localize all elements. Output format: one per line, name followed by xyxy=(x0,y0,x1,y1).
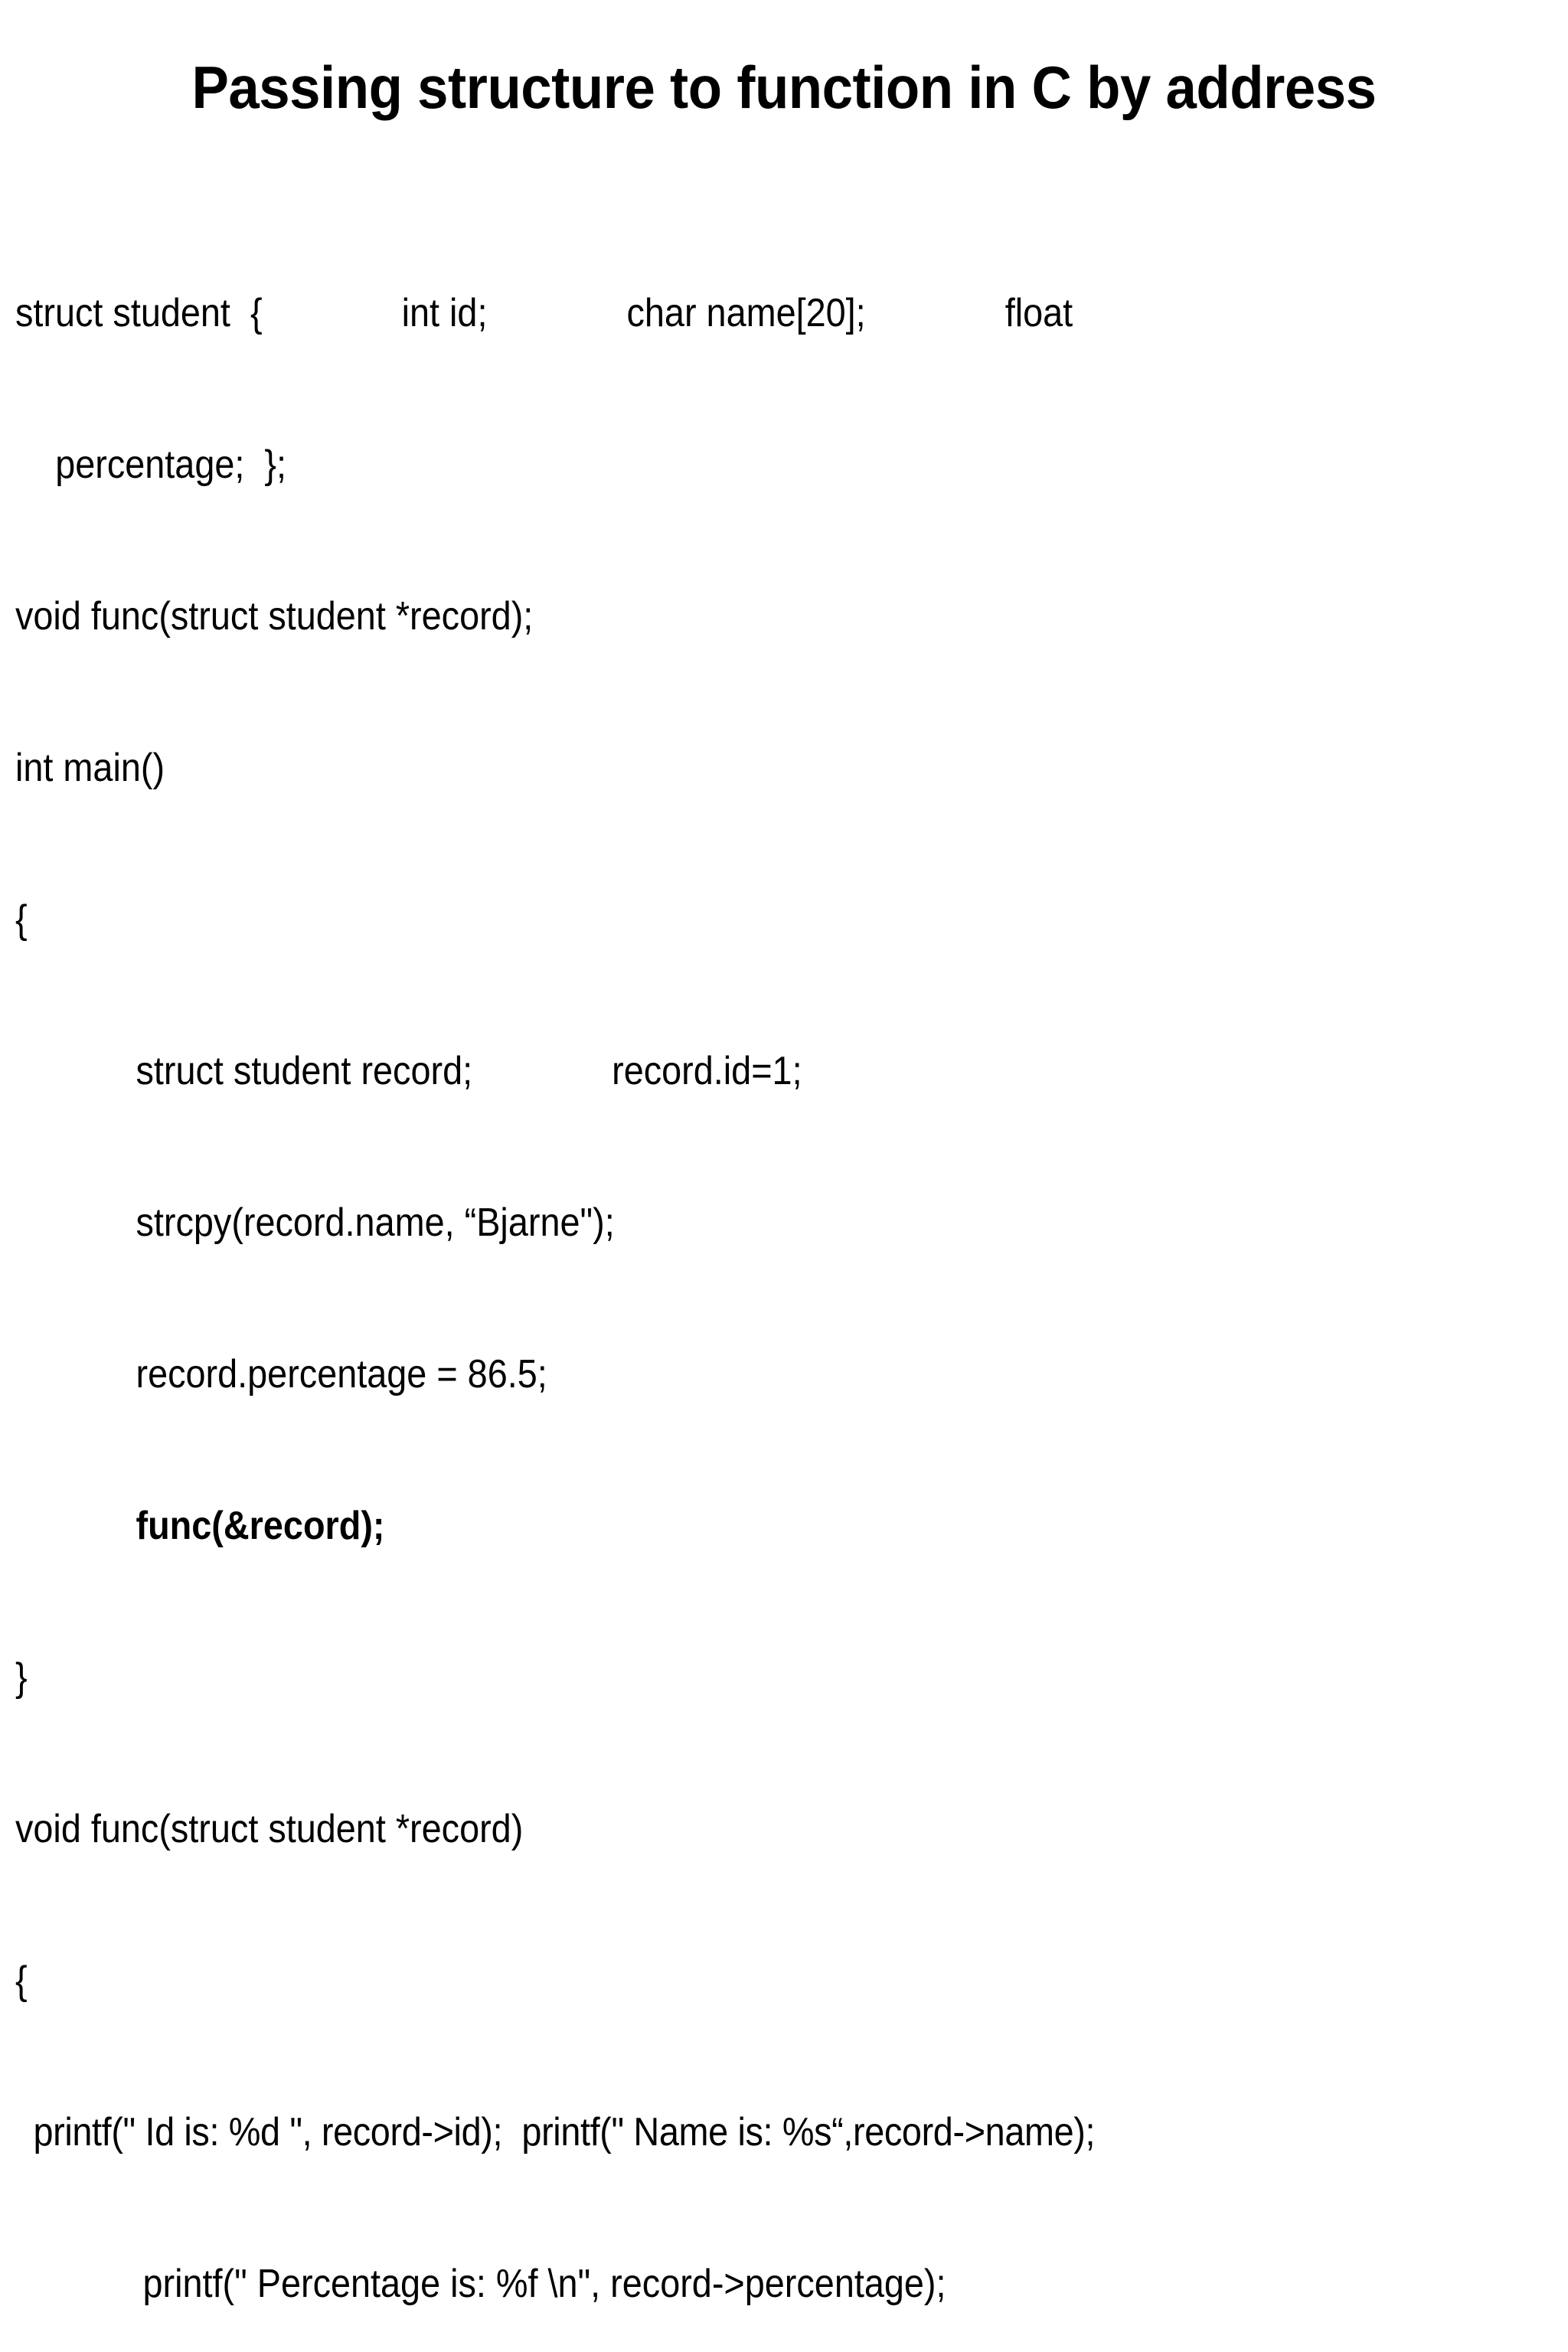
code-line: record.percentage = 86.5; xyxy=(136,1352,547,1396)
code-line: void func(struct student *record) xyxy=(15,1807,524,1851)
code-line: int main() xyxy=(15,746,165,790)
code-line-highlight: func(&record); xyxy=(136,1504,385,1548)
slide-canvas: Passing structure to function in C by ad… xyxy=(15,54,1377,2306)
code-line: printf(" Id is: %d ", record->id); print… xyxy=(23,2110,1096,2154)
code-line: struct student record; record.id=1; xyxy=(136,1049,802,1093)
code-line: strcpy(record.name, “Bjarne"); xyxy=(136,1200,615,1245)
code-line: percentage; }; xyxy=(55,443,287,487)
code-line: } xyxy=(15,1655,28,1700)
page-title: Passing structure to function in C by ad… xyxy=(191,54,1377,121)
code-line: struct student { int id; char name[20]; … xyxy=(15,291,1073,335)
code-line: { xyxy=(15,897,28,942)
code-line: printf(" Percentage is: %f \n", record->… xyxy=(142,2262,946,2306)
code-line: { xyxy=(15,1958,28,2003)
code-listing: struct student { int id; char name[20]; … xyxy=(15,136,1407,2352)
code-line: void func(struct student *record); xyxy=(15,594,534,639)
